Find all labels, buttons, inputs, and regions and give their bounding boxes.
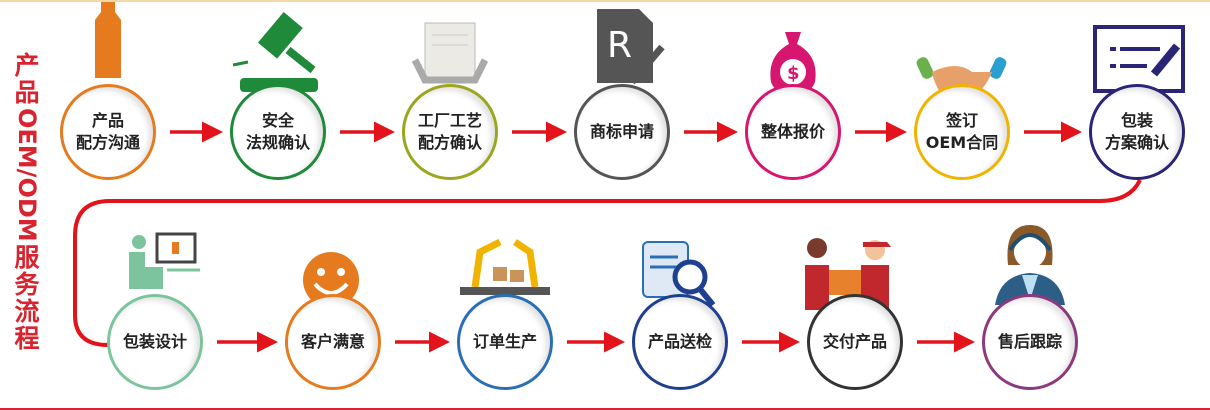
step-label: 安全 (261, 111, 294, 130)
step-circle: 售后跟踪 (982, 294, 1078, 390)
step-label: 配方沟通 (75, 133, 140, 152)
step-label: 售后跟踪 (997, 332, 1062, 351)
step-label: 签订 (945, 111, 978, 130)
step-label: 产品送检 (647, 332, 712, 351)
step-circle: 商标申请 (574, 84, 670, 180)
title-latin: OEM/ODM (13, 108, 41, 242)
title-char: 务 (14, 269, 40, 299)
svg-text:R: R (607, 25, 632, 66)
step-circle: 安全法规确认 (230, 84, 326, 180)
step-label: 配方确认 (417, 133, 482, 152)
document-magnifier-icon (638, 237, 718, 316)
step-label: 商标申请 (589, 122, 654, 141)
step-label: 法规确认 (245, 133, 310, 152)
money-bag-icon: $ (763, 27, 823, 101)
step-label: 包装设计 (122, 332, 187, 351)
step-circle: 工厂工艺配方确认 (402, 84, 498, 180)
top-border (0, 0, 1210, 2)
title-char: 产 (14, 51, 40, 80)
bottom-border (0, 408, 1210, 410)
step-label: OEM合同 (925, 133, 999, 152)
vertical-title: 产 品 OEM/ODM 服 务 流 程 (12, 52, 42, 352)
step-circle: 交付产品 (807, 294, 903, 390)
step-circle: 包装设计 (107, 294, 203, 390)
step-circle: 客户满意 (285, 294, 381, 390)
title-char: 服 (14, 242, 40, 272)
step-circle: 签订 OEM合同 (914, 84, 1010, 180)
step-label: 包装 (1120, 111, 1153, 130)
step-label: 方案确认 (1104, 133, 1169, 152)
step-circle: 整体报价 (745, 84, 841, 180)
row-connector (73, 179, 1142, 347)
step-label: 订单生产 (472, 332, 537, 351)
svg-text:$: $ (787, 63, 800, 84)
step-label: 交付产品 (822, 332, 887, 351)
step-circle: 包装方案确认 (1089, 84, 1185, 180)
step-label: 客户满意 (300, 332, 365, 351)
step-label: 整体报价 (760, 122, 825, 141)
title-char: 品 (14, 78, 40, 107)
title-char: 程 (14, 323, 40, 353)
step-circle: 订单生产 (457, 294, 553, 390)
step-label: 产品 (91, 111, 124, 130)
designer-computer-icon (127, 232, 202, 296)
step-circle: 产品送检 (632, 294, 728, 390)
trademark-document-icon: R (587, 7, 667, 96)
robot-arm-factory-icon (455, 232, 555, 306)
step-label: 工厂工艺 (417, 111, 482, 130)
step-circle: 产品配方沟通 (60, 84, 156, 180)
smiley-icon (301, 250, 361, 314)
title-char: 流 (14, 296, 40, 326)
document-hands-icon (410, 20, 490, 99)
bottle-icon (83, 0, 133, 84)
